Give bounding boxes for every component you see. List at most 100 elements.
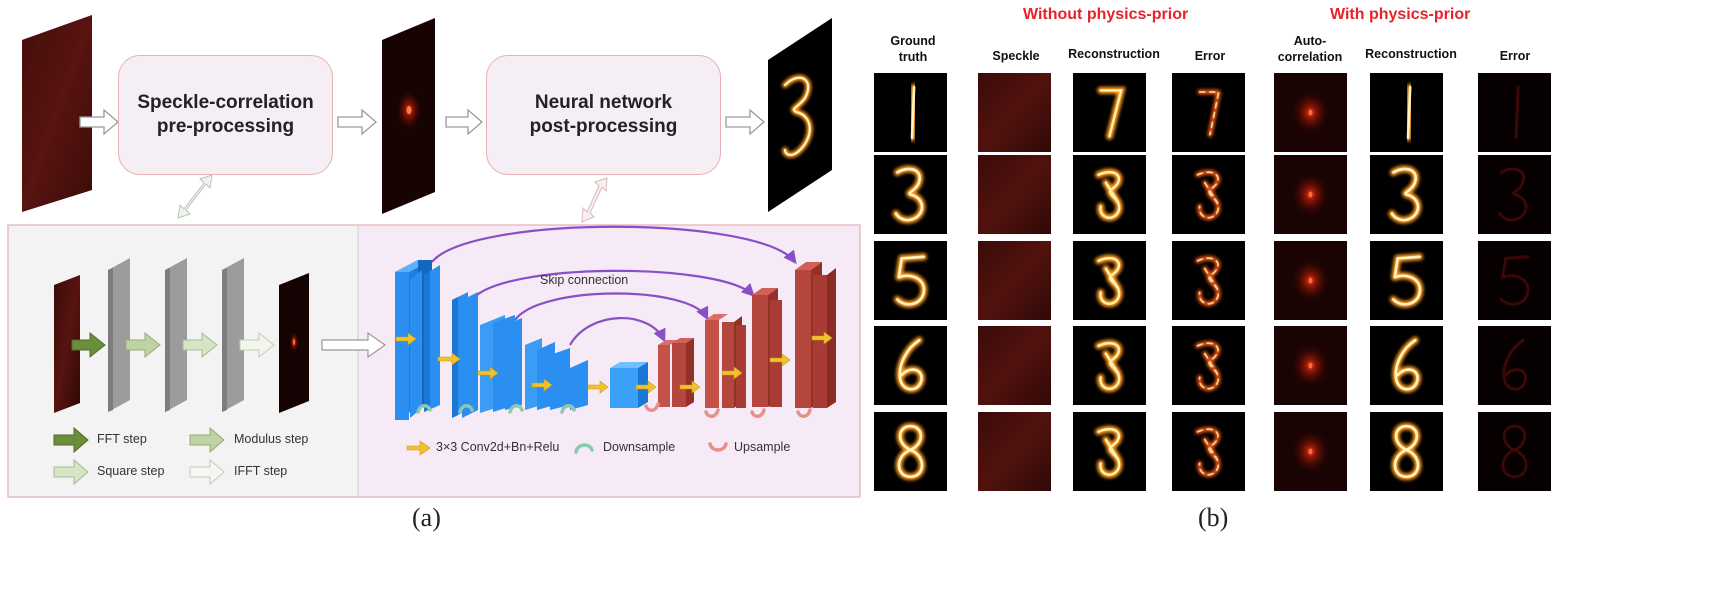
tile-gt-1 [874, 73, 947, 152]
processing-plate-3 [222, 258, 244, 412]
tile-recon-good-3 [1370, 155, 1443, 234]
tile-recon-good-6 [1370, 326, 1443, 405]
square-arrow [182, 331, 218, 359]
tile-error-bad-6 [1172, 326, 1245, 405]
caption-b: (b) [1198, 503, 1229, 532]
caption-a: (a) [412, 503, 441, 532]
tile-error-good-6 [1478, 326, 1551, 405]
downsample-arrows [416, 404, 576, 414]
legend-modulus-label: Modulus step [234, 432, 309, 446]
modulus-arrow [125, 331, 161, 359]
tile-autocorr-3 [1274, 155, 1347, 234]
tile-error-bad-5 [1172, 241, 1245, 320]
flow-arrow-2 [337, 108, 377, 136]
tile-autocorr-5 [1274, 241, 1347, 320]
col-header-recon-without: Reconstruction [1068, 47, 1160, 61]
speckle-small-image [54, 275, 80, 413]
col-header-ground-truth-2: truth [898, 49, 928, 64]
skip-connection-arc-2 [471, 269, 755, 301]
col-header-recon-with: Reconstruction [1365, 47, 1457, 61]
processing-plate-2 [165, 258, 187, 412]
legend-fft-label: FFT step [97, 432, 147, 446]
tile-recon-bad-8 [1073, 412, 1146, 491]
tile-recon-good-8 [1370, 412, 1443, 491]
flow-arrow-1 [79, 108, 119, 136]
tile-gt-3 [874, 155, 947, 234]
tile-error-bad-8 [1172, 412, 1245, 491]
legend-upsample-icon [708, 442, 728, 452]
tile-recon-bad-5 [1073, 241, 1146, 320]
decoder-level-4 [658, 338, 694, 407]
autocorr-small-image [279, 273, 309, 413]
upsample-arrows [644, 402, 812, 418]
bottleneck-block [570, 360, 648, 410]
result-grid [874, 73, 1551, 491]
col-header-speckle: Speckle [992, 49, 1040, 63]
tile-autocorr-1 [1274, 73, 1347, 152]
tile-error-bad-3 [1172, 155, 1245, 234]
output-digit-image [768, 18, 832, 212]
decoder-level-2 [752, 288, 782, 407]
tile-error-good-3 [1478, 155, 1551, 234]
tile-autocorr-6 [1274, 326, 1347, 405]
col-header-autocorr-1: Auto- [1293, 34, 1327, 48]
legend-downsample-label: Downsample [603, 440, 676, 454]
legend-conv-label: 3×3 Conv2d+Bn+Relu [436, 440, 560, 454]
legend-ifft-label: IFFT step [234, 464, 288, 478]
tile-speckle-6 [978, 326, 1051, 405]
box2-line2: post-processing [529, 116, 678, 137]
skip-connection-label: Skip connection [540, 273, 629, 287]
tile-error-good-8 [1478, 412, 1551, 491]
encoder-level-2 [452, 292, 478, 418]
tile-gt-8 [874, 412, 947, 491]
tile-recon-good-1 [1370, 73, 1443, 152]
group-header-without: Without physics-prior [1023, 6, 1189, 23]
tile-recon-bad-3 [1073, 155, 1146, 234]
legend-upsample-label: Upsample [734, 440, 791, 454]
autocorrelation-image [382, 18, 435, 214]
tile-speckle-8 [978, 412, 1051, 491]
col-header-error-without: Error [1194, 49, 1226, 63]
col-header-error-with: Error [1499, 49, 1531, 63]
link-arrow-right [581, 177, 608, 223]
tile-error-good-1 [1478, 73, 1551, 152]
encoder-level-4 [525, 338, 570, 410]
tile-autocorr-8 [1274, 412, 1347, 491]
processing-plate-1 [108, 258, 130, 412]
tile-speckle-3 [978, 155, 1051, 234]
ifft-arrow [239, 331, 275, 359]
flow-arrow-4 [725, 108, 765, 136]
tile-speckle-1 [978, 73, 1051, 152]
tile-gt-6 [874, 326, 947, 405]
legend-modulus-arrow [189, 426, 225, 454]
decoder-level-1 [795, 262, 836, 408]
group-header-with: With physics-prior [1330, 6, 1471, 23]
legend-square-arrow [53, 458, 89, 486]
legend-downsample-icon [574, 443, 594, 454]
tile-recon-bad-6 [1073, 326, 1146, 405]
skip-connection-arc-3 [514, 292, 709, 321]
tile-speckle-5 [978, 241, 1051, 320]
legend-fft-arrow [53, 426, 89, 454]
box2-line1: Neural network [534, 92, 673, 114]
to-network-arrow [321, 331, 387, 359]
legend-ifft-arrow [189, 458, 225, 486]
tile-recon-good-5 [1370, 241, 1443, 320]
encoder-level-3 [480, 315, 522, 413]
speckle-input-image [22, 15, 92, 212]
tile-recon-bad-1 [1073, 73, 1146, 152]
decoder-level-3 [705, 314, 746, 408]
tile-gt-5 [874, 241, 947, 320]
fft-arrow [71, 331, 106, 359]
flow-arrow-3 [445, 108, 483, 136]
legend-conv-arrow [406, 440, 431, 456]
legend-square-label: Square step [97, 464, 165, 478]
tile-error-good-5 [1478, 241, 1551, 320]
skip-connection-arc-1 [431, 225, 797, 265]
box1-line1: Speckle-correlation [137, 92, 314, 114]
col-header-autocorrelation: Auto-correlation [1262, 34, 1358, 65]
box1-line2: pre-processing [156, 116, 295, 137]
link-arrow-left [177, 174, 213, 219]
